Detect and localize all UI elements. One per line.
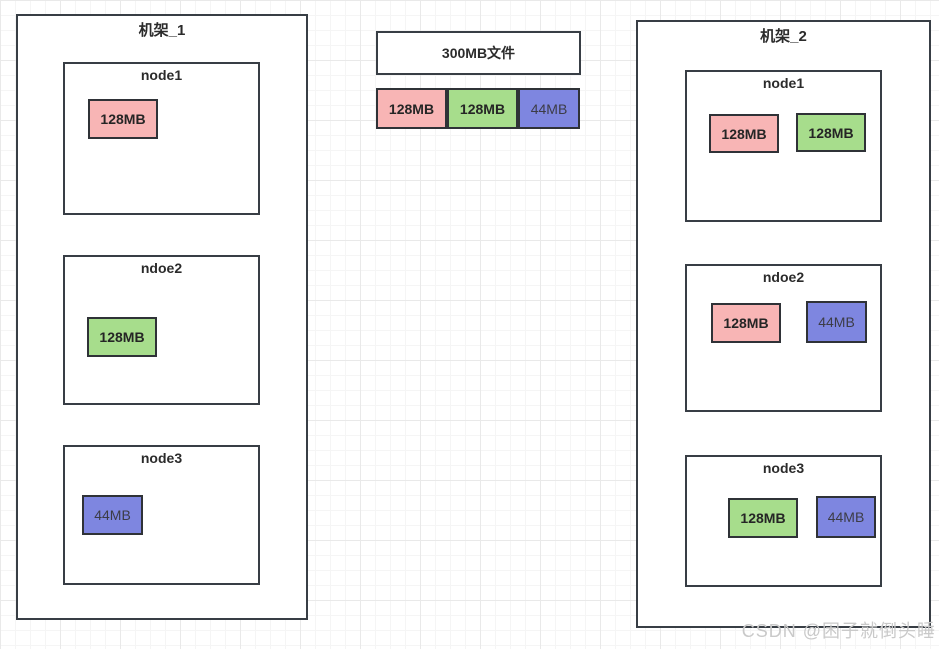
block-label: 128MB [100,111,146,127]
block-label: 128MB [459,100,506,117]
rack2-node1-block-128mb-pink: 128MB [709,114,779,153]
block-label: 128MB [723,315,769,331]
file-box-title: 300MB文件 [441,45,516,61]
rack-1-title: 机架_1 [138,22,186,39]
rack2-ndoe2-block-44mb: 44MB [806,301,867,343]
rack2-ndoe2-title: ndoe2 [762,269,805,285]
rack2-node1-block-128mb-green: 128MB [796,113,866,152]
rack1-ndoe2-block-128mb: 128MB [87,317,157,357]
rack-2: 机架_2 node1 128MB 128MB ndoe2 128MB 44MB … [636,20,931,628]
rack1-node1: node1 128MB [63,62,260,215]
rack1-node1-title: node1 [140,67,183,83]
file-box: 300MB文件 [376,31,581,75]
block-label: 44MB [530,100,568,117]
rack2-node3: node3 128MB 44MB [685,455,882,587]
file-block-3-44mb: 44MB [518,88,580,129]
file-block-1-128mb: 128MB [376,88,447,129]
file-block-2-128mb: 128MB [447,88,518,129]
rack2-ndoe2: ndoe2 128MB 44MB [685,264,882,412]
rack1-node3-title: node3 [140,450,183,466]
rack1-ndoe2-title: ndoe2 [140,260,183,276]
rack2-node3-title: node3 [762,460,805,476]
block-label: 128MB [808,124,854,141]
block-label: 128MB [99,329,145,345]
rack2-node1: node1 128MB 128MB [685,70,882,222]
rack2-node1-title: node1 [762,75,805,91]
rack1-ndoe2: ndoe2 128MB [63,255,260,405]
block-label: 128MB [740,510,786,526]
rack1-node3-block-44mb: 44MB [82,495,143,535]
rack-1: 机架_1 node1 128MB ndoe2 128MB node3 44MB [16,14,308,620]
block-label: 128MB [721,125,767,142]
rack-2-title: 机架_2 [760,28,807,45]
block-label: 128MB [388,100,435,117]
block-label: 44MB [818,314,855,330]
rack2-node3-block-44mb: 44MB [816,496,876,538]
rack2-node3-block-128mb: 128MB [728,498,798,538]
rack2-ndoe2-block-128mb: 128MB [711,303,781,343]
block-label: 44MB [94,507,131,523]
csdn-watermark: CSDN @困子就倒头睡 [741,621,936,641]
block-label: 44MB [827,509,865,525]
rack1-node3: node3 44MB [63,445,260,585]
rack1-node1-block-128mb: 128MB [88,99,158,139]
